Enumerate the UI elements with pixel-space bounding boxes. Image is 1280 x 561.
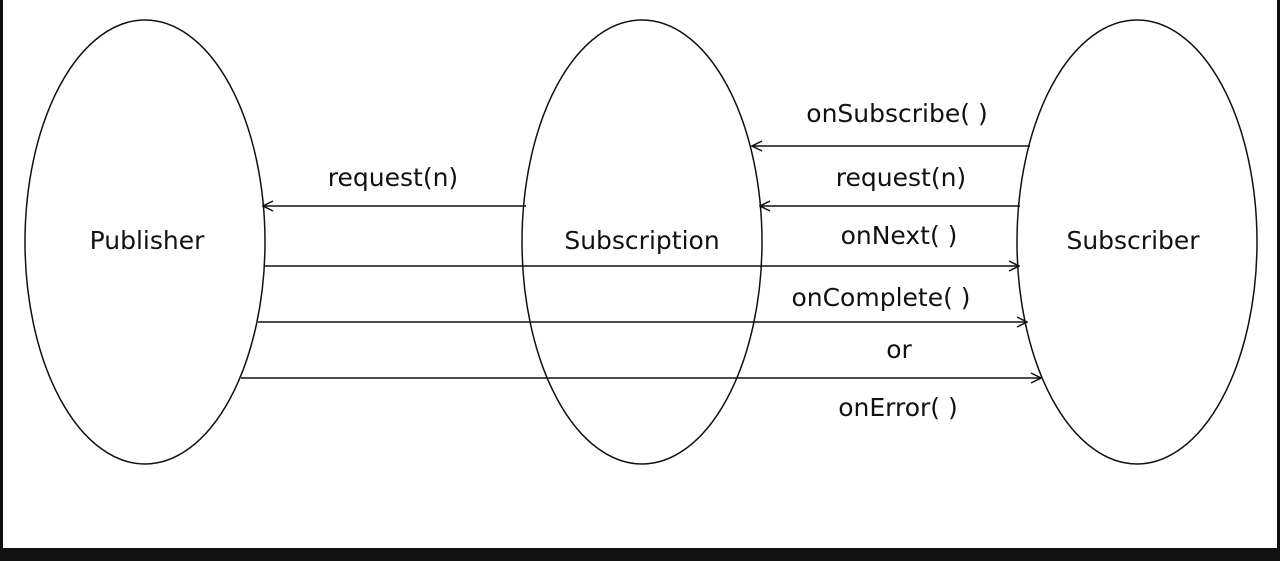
edge-label-on-next: onNext( ) [840,221,958,250]
edge-label-on-complete: onComplete( ) [791,283,971,312]
subscription-label: Subscription [564,226,720,255]
subscriber-label: Subscriber [1066,226,1200,255]
subscriber-node [1016,19,1258,465]
edge-label-subscriber-request: request(n) [835,163,967,192]
publisher-node [24,19,266,465]
edge-label-on-error: onError( ) [838,393,958,422]
frame-right-border [1277,0,1280,561]
subscription-node [521,19,763,465]
frame-bottom-border [0,548,1280,561]
edge-label-or: or [886,335,912,364]
publisher-label: Publisher [89,226,205,255]
edge-label-sub-to-pub-request: request(n) [327,163,459,192]
edge-label-on-subscribe: onSubscribe( ) [806,99,988,128]
frame-left-border [0,0,3,561]
